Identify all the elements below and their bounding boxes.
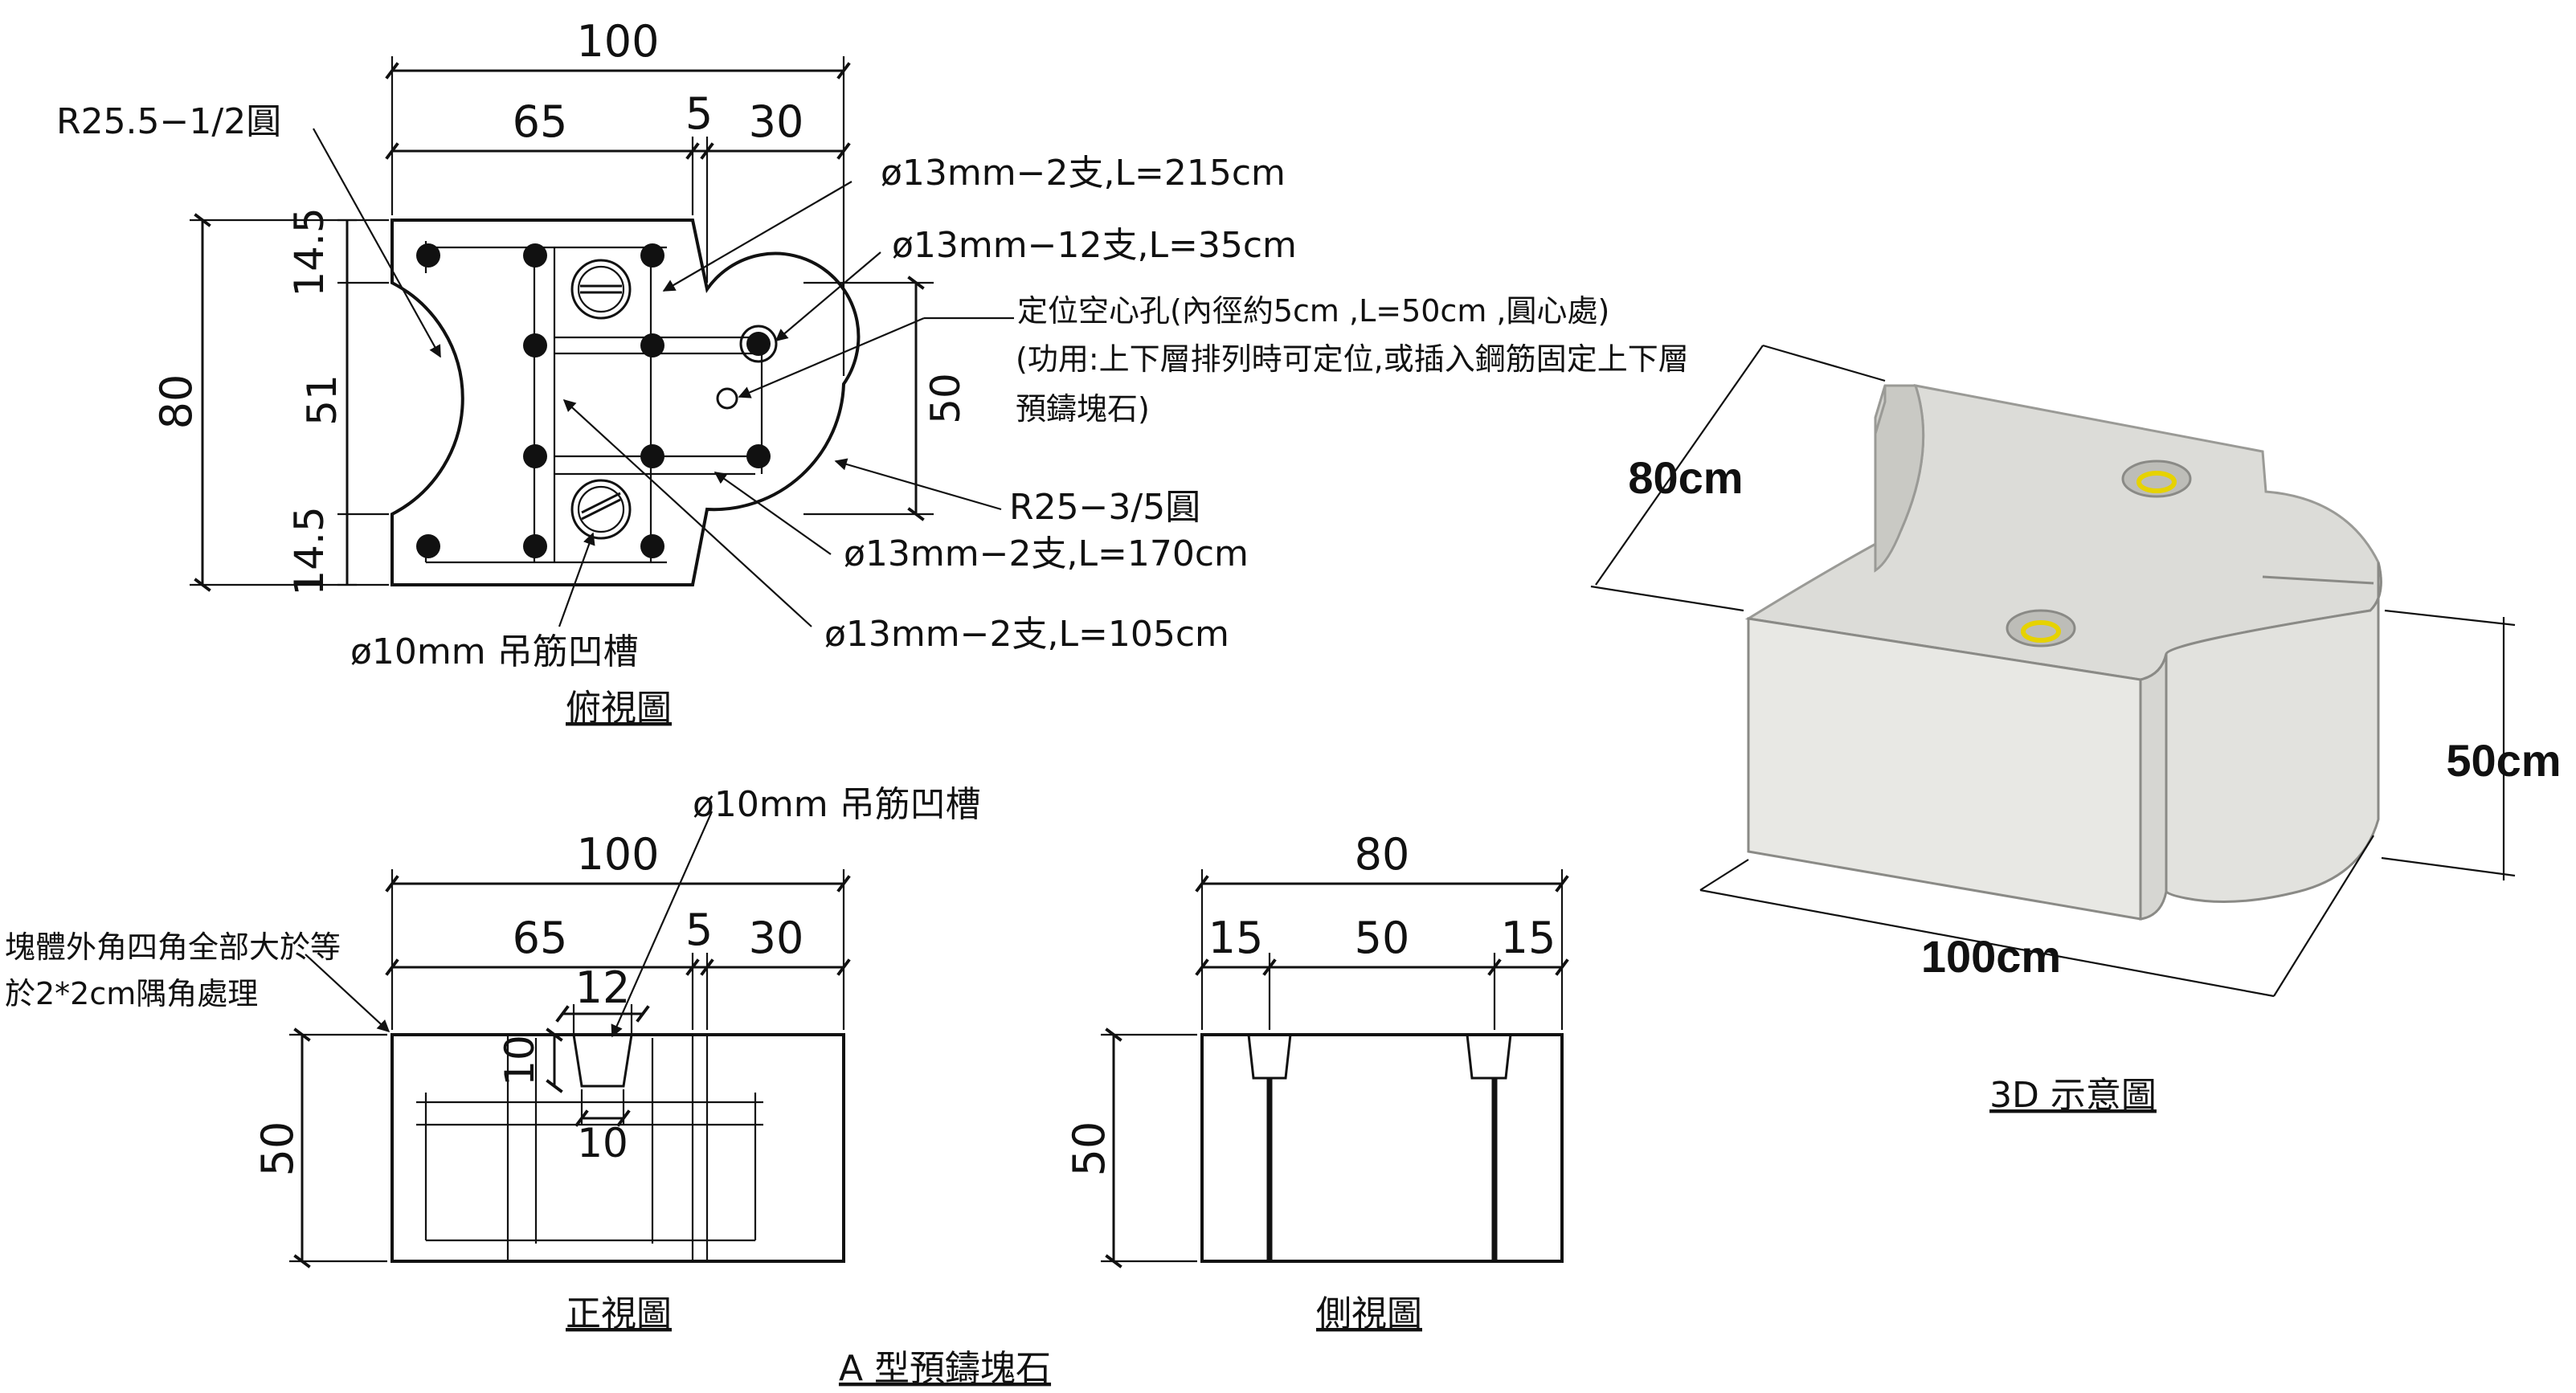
- top-view: 100 65 5 30 80 14.5 51 14.5 50 R25.5−1/2…: [56, 16, 1689, 729]
- front-internals: [416, 1035, 763, 1261]
- dim-top-65: 65: [513, 96, 568, 147]
- label-r25-3: R25−3/5圓: [1009, 487, 1200, 528]
- dim-top-14-5-lower: 14.5: [286, 506, 333, 595]
- dim-top-50: 50: [922, 373, 969, 424]
- front-lift-leader: [611, 811, 714, 1038]
- dim-3d-100: 100cm: [1921, 931, 2061, 982]
- label-hole-line3: 預鑄塊石): [1016, 391, 1150, 427]
- front-groove: [572, 1034, 633, 1088]
- side-view-outline: [1200, 1033, 1564, 1263]
- hole-back-icon: [2121, 460, 2192, 498]
- dim-front-12: 12: [575, 962, 631, 1013]
- view-3d: 80cm 50cm 100cm 3D 示意圖: [1590, 344, 2562, 1116]
- dim-side-15-right: 15: [1501, 913, 1556, 963]
- dim-top-80: 80: [151, 374, 202, 430]
- block-concave-wall: [1874, 384, 1925, 573]
- label-hole-line1: 定位空心孔(內徑約5cm ,L=50cm ,圓心處): [1017, 293, 1609, 329]
- drawing-title: A 型預鑄塊石: [839, 1348, 1051, 1389]
- label-lift-groove-front: ø10mm 吊筋凹槽: [693, 784, 981, 825]
- dim-side-50-height: 50: [1064, 1121, 1114, 1177]
- dim-front-30: 30: [749, 913, 804, 963]
- front-view: 100 65 5 30 12 10 10 50 ø10mm 吊筋凹槽 塊體外角四…: [5, 784, 981, 1334]
- positioning-hole: [716, 387, 738, 410]
- hole-front-icon: [2006, 609, 2076, 647]
- caption-3d-view: 3D 示意圖: [1989, 1075, 2157, 1116]
- dim-side-80: 80: [1355, 829, 1410, 880]
- caption-side-view: 側視圖: [1316, 1293, 1422, 1334]
- label-rebar-170: ø13mm−2支,L=170cm: [844, 533, 1249, 574]
- block-notch-face: [2139, 653, 2168, 921]
- caption-top-view: 俯視圖: [566, 688, 672, 729]
- label-r25-5: R25.5−1/2圓: [56, 101, 281, 142]
- side-dims: [1101, 869, 1569, 1268]
- lift-groove-bottom-icon: [570, 479, 632, 540]
- rebar-dots: [416, 243, 771, 558]
- dim-top-51: 51: [299, 374, 346, 426]
- dim-top-14-5-upper: 14.5: [286, 207, 333, 296]
- caption-front-view: 正視圖: [566, 1293, 672, 1334]
- dim-front-50: 50: [252, 1121, 303, 1177]
- top-leaders: [313, 128, 1014, 627]
- note-corner-line2: 於2*2cm隅角處理: [5, 976, 258, 1011]
- dim-top-5: 5: [685, 88, 713, 139]
- block-center-line: [2262, 575, 2374, 585]
- label-lift-groove-top: ø10mm 吊筋凹槽: [350, 631, 639, 672]
- front-corner-leader: [305, 954, 390, 1033]
- dim-top-30: 30: [749, 96, 804, 147]
- block-back-edge: [1874, 385, 1887, 435]
- dim-side-50-width: 50: [1355, 913, 1410, 963]
- dim-front-5: 5: [685, 905, 713, 955]
- front-view-outline: [390, 1033, 845, 1263]
- top-view-outline: [390, 219, 861, 586]
- dim-front-65: 65: [513, 913, 568, 963]
- dim-side-15-left: 15: [1208, 913, 1264, 963]
- top-dims: [190, 56, 934, 592]
- dims-3d: [1590, 344, 2516, 998]
- dim-front-100: 100: [576, 829, 659, 880]
- label-rebar-105: ø13mm−2支,L=105cm: [824, 614, 1229, 655]
- side-view: 80 15 50 15 50 側視圖: [1064, 829, 1569, 1334]
- dim-3d-80: 80cm: [1628, 452, 1743, 503]
- note-corner-line1: 塊體外角四角全部大於等: [5, 929, 341, 965]
- label-hole-line2: (功用:上下層排列時可定位,或插入鋼筋固定上下層: [1016, 341, 1689, 377]
- rebar-ring: [739, 325, 778, 363]
- dim-top-100: 100: [576, 16, 659, 67]
- lift-groove-top-icon: [570, 259, 632, 320]
- label-rebar-215: ø13mm−2支,L=215cm: [881, 153, 1286, 194]
- dim-front-10-vertical: 10: [497, 1035, 543, 1086]
- side-groove-right: [1466, 1034, 1512, 1080]
- dim-3d-50: 50cm: [2446, 735, 2561, 786]
- dim-front-10-horizontal: 10: [577, 1120, 628, 1166]
- label-rebar-35: ø13mm−12支,L=35cm: [892, 225, 1297, 266]
